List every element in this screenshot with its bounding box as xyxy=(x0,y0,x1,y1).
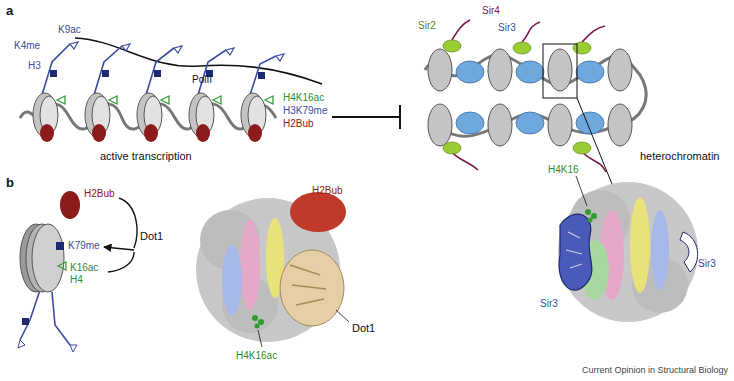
label: H2Bub xyxy=(84,188,115,199)
label: H4K16ac xyxy=(236,350,277,361)
label: Current Opinion in Structural Biology xyxy=(582,366,728,376)
label: H4K16ac xyxy=(283,92,324,103)
label: Sir3 xyxy=(540,298,558,309)
dot1-cartoon xyxy=(18,191,137,352)
label: H4K16 xyxy=(548,164,579,175)
heterochromatin-fiber xyxy=(425,20,646,184)
label: a xyxy=(6,4,13,18)
label: H3 xyxy=(28,60,41,71)
label: active transcription xyxy=(100,150,192,162)
label: K79me xyxy=(68,240,100,251)
label: Dot1 xyxy=(352,322,375,334)
active-chromatin xyxy=(20,38,400,142)
label: heterochromatin xyxy=(640,150,720,162)
dot1-structure xyxy=(196,192,349,347)
label: Sir2 xyxy=(418,20,436,31)
label: H2Bub xyxy=(312,185,343,196)
label: Sir4 xyxy=(482,5,500,16)
label: Sir3 xyxy=(498,22,516,33)
label: H2Bub xyxy=(283,118,314,129)
label: K9ac xyxy=(58,24,81,35)
label: K16ac xyxy=(70,262,98,273)
label: b xyxy=(6,176,14,190)
label: Dot1 xyxy=(140,230,163,242)
label: K4me xyxy=(14,40,40,51)
sir3-structure xyxy=(558,176,698,322)
label: H4 xyxy=(70,274,83,285)
label: H3K79me xyxy=(283,105,327,116)
label: PolII xyxy=(192,74,212,85)
label: Sir3 xyxy=(698,258,716,269)
